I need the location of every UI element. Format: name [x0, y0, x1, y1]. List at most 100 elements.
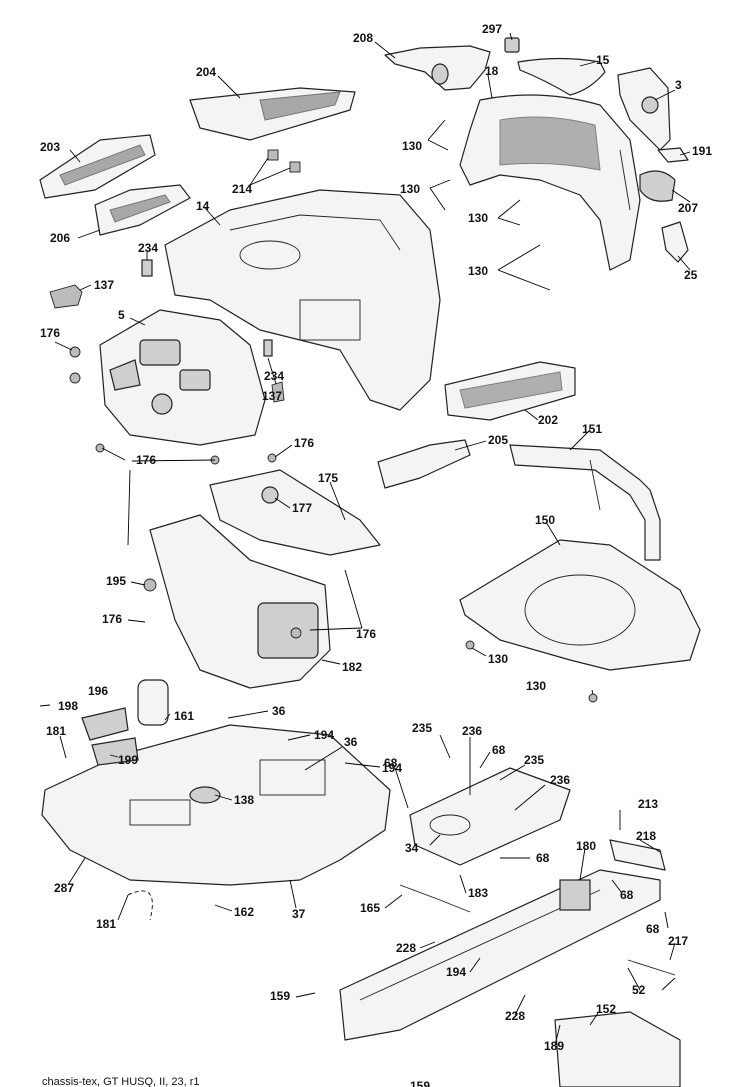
label-68e: 68	[646, 922, 660, 936]
label-15: 15	[596, 53, 610, 67]
part-137a	[49, 284, 83, 309]
part-214b	[289, 161, 301, 173]
label-236b: 236	[550, 773, 570, 787]
label-14: 14	[196, 199, 210, 213]
part-207	[639, 170, 676, 202]
label-161: 161	[174, 709, 194, 723]
label-206: 206	[50, 231, 70, 245]
label-180: 180	[576, 839, 596, 853]
part-176-bolt-c	[95, 443, 105, 453]
label-183: 183	[468, 886, 488, 900]
label-165: 165	[360, 901, 380, 915]
label-150: 150	[535, 513, 555, 527]
label-36a: 36	[272, 704, 286, 718]
label-162: 162	[234, 905, 254, 919]
label-189: 189	[544, 1039, 564, 1053]
label-37: 37	[292, 907, 306, 921]
label-130a: 130	[402, 139, 422, 153]
label-130d: 130	[468, 264, 488, 278]
part-15	[517, 57, 606, 96]
label-18: 18	[485, 64, 499, 78]
label-234b: 234	[264, 369, 284, 383]
part-199	[91, 737, 139, 766]
label-217: 217	[668, 934, 688, 948]
label-151: 151	[582, 422, 602, 436]
label-214: 214	[232, 182, 252, 196]
label-199: 199	[118, 753, 138, 767]
part-202	[444, 361, 576, 421]
label-181b: 181	[96, 917, 116, 931]
label-234a: 234	[138, 241, 158, 255]
label-68b: 68	[384, 756, 398, 770]
part-176-bolt-b	[69, 372, 81, 384]
part-208	[384, 45, 491, 91]
part-234a	[141, 259, 153, 277]
part-152	[554, 1011, 681, 1087]
label-297: 297	[482, 22, 502, 36]
label-176c: 176	[136, 453, 156, 467]
label-198: 198	[58, 699, 78, 713]
part-151	[509, 444, 661, 561]
label-203: 203	[40, 140, 60, 154]
label-208: 208	[353, 31, 373, 45]
label-204: 204	[196, 65, 216, 79]
label-194c: 194	[446, 965, 466, 979]
label-202: 202	[538, 413, 558, 427]
part-182	[149, 514, 331, 689]
label-228a: 228	[396, 941, 416, 955]
label-194b: 194	[382, 761, 402, 775]
part-5	[99, 309, 266, 446]
label-191: 191	[692, 144, 712, 158]
label-137b: 137	[262, 389, 282, 403]
part-180	[339, 869, 661, 1041]
part-196	[81, 707, 129, 741]
part-18	[459, 94, 641, 271]
label-36b: 36	[344, 735, 358, 749]
label-130b: 130	[400, 182, 420, 196]
part-217	[627, 959, 676, 976]
part-150	[459, 539, 701, 671]
label-130f: 130	[526, 679, 546, 693]
part-34	[409, 767, 571, 866]
label-195: 195	[106, 574, 126, 588]
part-3	[617, 67, 671, 151]
part-204	[189, 87, 356, 141]
label-152: 152	[596, 1002, 616, 1016]
label-68d: 68	[620, 888, 634, 902]
part-177	[261, 486, 279, 504]
label-175: 175	[318, 471, 338, 485]
label-68a: 68	[492, 743, 506, 757]
part-130-bolt-f	[465, 640, 475, 650]
label-3: 3	[675, 78, 682, 92]
callout-labels: 208 297 15 18 3 204 203 130 191 130 214 …	[40, 22, 712, 1087]
part-205	[377, 439, 471, 489]
part-195	[143, 578, 157, 592]
part-297	[504, 37, 520, 53]
label-138: 138	[234, 793, 254, 807]
label-5: 5	[118, 308, 125, 322]
part-25	[661, 221, 689, 263]
part-203	[39, 134, 156, 199]
label-177: 177	[292, 501, 312, 515]
label-34: 34	[405, 841, 419, 855]
part-218	[609, 839, 666, 871]
part-175	[209, 469, 381, 556]
part-176-bolt-a	[69, 346, 81, 358]
part-206	[94, 184, 191, 236]
label-181a: 181	[46, 724, 66, 738]
label-137a: 137	[94, 278, 114, 292]
diagram-footer-id: chassis-tex, GT HUSQ, II, 23, r1	[42, 1076, 200, 1087]
part-14	[164, 189, 441, 411]
label-235a: 235	[412, 721, 432, 735]
part-37	[41, 724, 391, 886]
label-218: 218	[636, 829, 656, 843]
part-214a	[267, 149, 279, 161]
label-130e: 130	[488, 652, 508, 666]
part-165	[399, 884, 471, 913]
label-287: 287	[54, 881, 74, 895]
label-207: 207	[678, 201, 698, 215]
label-196: 196	[88, 684, 108, 698]
label-194a: 194	[314, 728, 334, 742]
label-159a: 159	[270, 989, 290, 1003]
